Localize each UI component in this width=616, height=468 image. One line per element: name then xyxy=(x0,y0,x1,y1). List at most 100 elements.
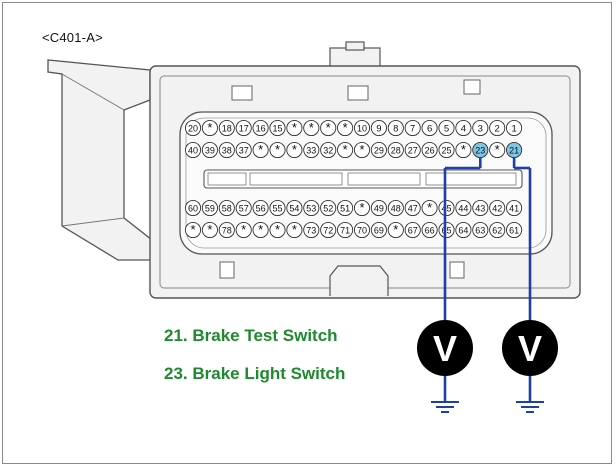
pin-empty: * xyxy=(252,141,269,159)
pin-label: 73 xyxy=(306,225,316,235)
pin-label: 5 xyxy=(444,123,449,134)
pin-label: 69 xyxy=(374,225,384,235)
pin-label: 20 xyxy=(188,123,198,133)
voltmeter-icon: V xyxy=(502,320,558,376)
pin-label: 41 xyxy=(509,203,519,213)
pin-label: 1 xyxy=(511,123,516,134)
pin-label: 40 xyxy=(188,145,198,155)
pin-72: 72 xyxy=(320,221,337,239)
pin-57: 57 xyxy=(235,199,252,217)
pin-62: 62 xyxy=(489,221,506,239)
ground-icon xyxy=(431,401,459,413)
pin-label: 42 xyxy=(492,203,502,213)
pin-empty: * xyxy=(235,221,252,239)
pin-64: 64 xyxy=(455,221,472,239)
pin-65: 65 xyxy=(438,221,455,239)
pin-label: 28 xyxy=(391,145,401,155)
pin-15: 15 xyxy=(269,119,286,137)
pin-label: 72 xyxy=(323,225,333,235)
pin-label: 71 xyxy=(340,225,350,235)
pin-label: 65 xyxy=(441,225,451,235)
pin-40: 40 xyxy=(184,141,202,159)
connector-label: <C401-A> xyxy=(42,30,103,45)
connector-latch xyxy=(47,59,153,261)
pin-label: 54 xyxy=(289,203,299,213)
pin-label: * xyxy=(275,142,280,157)
pin-71: 71 xyxy=(337,221,354,239)
pin-label: * xyxy=(359,142,364,157)
pin-label: * xyxy=(309,120,314,135)
pin-47: 47 xyxy=(404,199,421,217)
pin-25: 25 xyxy=(438,141,455,159)
pin-8: 8 xyxy=(387,119,404,137)
pin-51: 51 xyxy=(337,199,354,217)
pin-6: 6 xyxy=(421,119,438,137)
pin-label: 43 xyxy=(475,203,485,213)
pin-21: 21 xyxy=(506,141,523,159)
pin-58: 58 xyxy=(218,199,235,217)
pin-label: 55 xyxy=(272,203,282,213)
pin-70: 70 xyxy=(353,221,371,239)
pin-69: 69 xyxy=(370,221,387,239)
pin-label: * xyxy=(258,222,263,237)
pin-label: 60 xyxy=(188,203,198,213)
pin-label: 32 xyxy=(323,145,333,155)
pin-label: 23 xyxy=(475,145,485,155)
pin-label: 61 xyxy=(509,225,519,235)
pin-empty: * xyxy=(353,141,371,159)
pin-10: 10 xyxy=(353,119,371,137)
pin-49: 49 xyxy=(370,199,387,217)
pin-55: 55 xyxy=(269,199,286,217)
pin-empty: * xyxy=(201,221,218,239)
pin-label: 3 xyxy=(478,123,483,134)
ground-icon xyxy=(516,401,544,413)
pin-label: * xyxy=(343,120,348,135)
pin-7: 7 xyxy=(404,119,421,137)
pin-33: 33 xyxy=(303,141,320,159)
pin-label: 8 xyxy=(393,123,398,134)
pin-label: * xyxy=(495,142,500,157)
pin-label: 48 xyxy=(391,203,401,213)
pin-empty: * xyxy=(387,221,404,239)
pin-label: * xyxy=(207,120,212,135)
pin-empty: * xyxy=(252,221,269,239)
pin-label: 25 xyxy=(441,145,451,155)
pin-label: * xyxy=(427,200,432,215)
pin-3: 3 xyxy=(472,119,489,137)
pin-53: 53 xyxy=(303,199,320,217)
pin-empty: * xyxy=(320,119,337,137)
pin-label: 51 xyxy=(340,203,350,213)
pin-73: 73 xyxy=(303,221,320,239)
pin-28: 28 xyxy=(387,141,404,159)
pin-label: 17 xyxy=(239,123,249,133)
pin-label: 63 xyxy=(475,225,485,235)
pin-empty: * xyxy=(184,221,202,239)
pin-38: 38 xyxy=(218,141,235,159)
pin-empty: * xyxy=(353,199,371,217)
pin-label: 52 xyxy=(323,203,333,213)
pin-label: 10 xyxy=(357,123,367,133)
pin-17: 17 xyxy=(235,119,252,137)
pin-empty: * xyxy=(286,221,303,239)
pin-label: * xyxy=(292,142,297,157)
pin-empty: * xyxy=(337,119,354,137)
pin-16: 16 xyxy=(252,119,269,137)
pin-43: 43 xyxy=(472,199,489,217)
pin-label: 62 xyxy=(492,225,502,235)
pin-label: 2 xyxy=(495,123,500,134)
pin-18: 18 xyxy=(218,119,235,137)
pin-label: 16 xyxy=(256,123,266,133)
pin-label: * xyxy=(326,120,331,135)
pin-44: 44 xyxy=(455,199,472,217)
pin-4: 4 xyxy=(455,119,472,137)
pin-27: 27 xyxy=(404,141,421,159)
pin-label: * xyxy=(461,142,466,157)
pin-label: 64 xyxy=(458,225,468,235)
pin-label: 57 xyxy=(239,203,249,213)
pin-label: 45 xyxy=(441,203,451,213)
pin-empty: * xyxy=(421,199,438,217)
pin-42: 42 xyxy=(489,199,506,217)
pin-37: 37 xyxy=(235,141,252,159)
